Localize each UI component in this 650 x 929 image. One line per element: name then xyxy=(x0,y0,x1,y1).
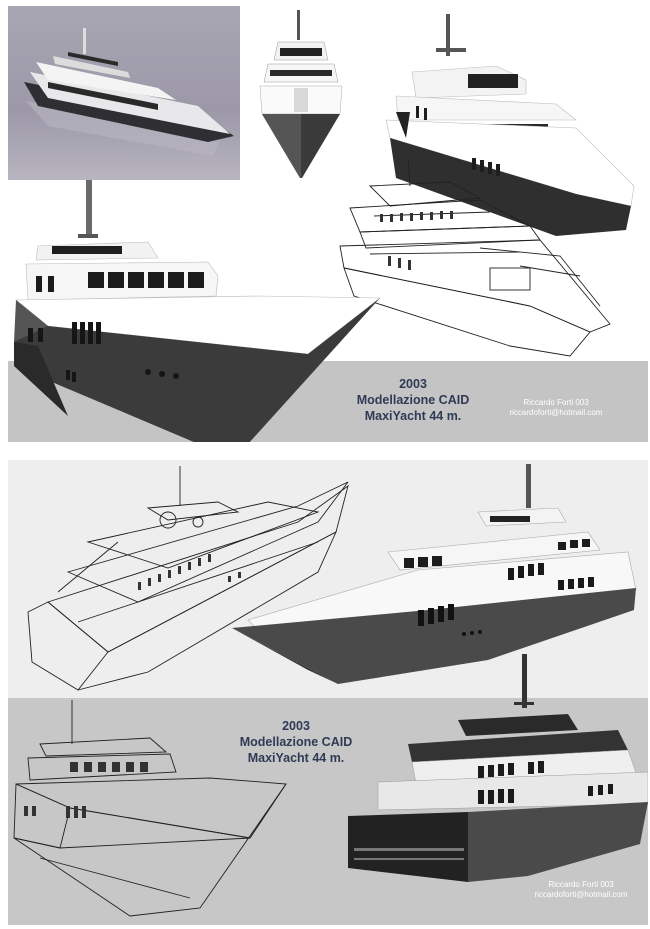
reflection-render-thumbnail xyxy=(8,6,240,180)
sheet-2: 2003 Modellazione CAID MaxiYacht 44 m. R… xyxy=(8,460,648,925)
credit-email: riccardoforti@hotmail.com xyxy=(509,408,603,417)
caption-block: 2003 Modellazione CAID MaxiYacht 44 m. xyxy=(338,376,488,424)
yacht-side-render xyxy=(232,464,637,684)
yacht-three-quarter-render xyxy=(385,14,635,236)
credit-email: riccardoforti@hotmail.com xyxy=(534,890,628,899)
yacht-front-view xyxy=(259,10,343,178)
credit-block: Riccardo Forti 003 riccardoforti@hotmail… xyxy=(496,398,616,418)
yacht-wireframe-sketch xyxy=(339,157,611,357)
caption-title: Modellazione CAID xyxy=(239,735,353,749)
credit-author: Riccardo Forti 003 xyxy=(548,880,614,889)
yacht-stern-render xyxy=(348,654,648,882)
yacht-bow-wireframe xyxy=(13,700,287,917)
caption-title: Modellazione CAID xyxy=(356,393,470,407)
caption-model: MaxiYacht 44 m. xyxy=(364,409,462,423)
caption-year: 2003 xyxy=(282,719,310,733)
caption-year: 2003 xyxy=(399,377,427,391)
credit-block: Riccardo Forti 003 riccardoforti@hotmail… xyxy=(516,880,646,900)
caption-model: MaxiYacht 44 m. xyxy=(247,751,345,765)
yacht-bow-render xyxy=(14,180,381,442)
credit-author: Riccardo Forti 003 xyxy=(523,398,589,407)
caption-block: 2003 Modellazione CAID MaxiYacht 44 m. xyxy=(226,718,366,766)
yacht-render-small xyxy=(24,28,234,156)
yacht-wireframe-perspective xyxy=(27,466,349,691)
sheet-1: 2003 Modellazione CAID MaxiYacht 44 m. R… xyxy=(8,6,648,442)
